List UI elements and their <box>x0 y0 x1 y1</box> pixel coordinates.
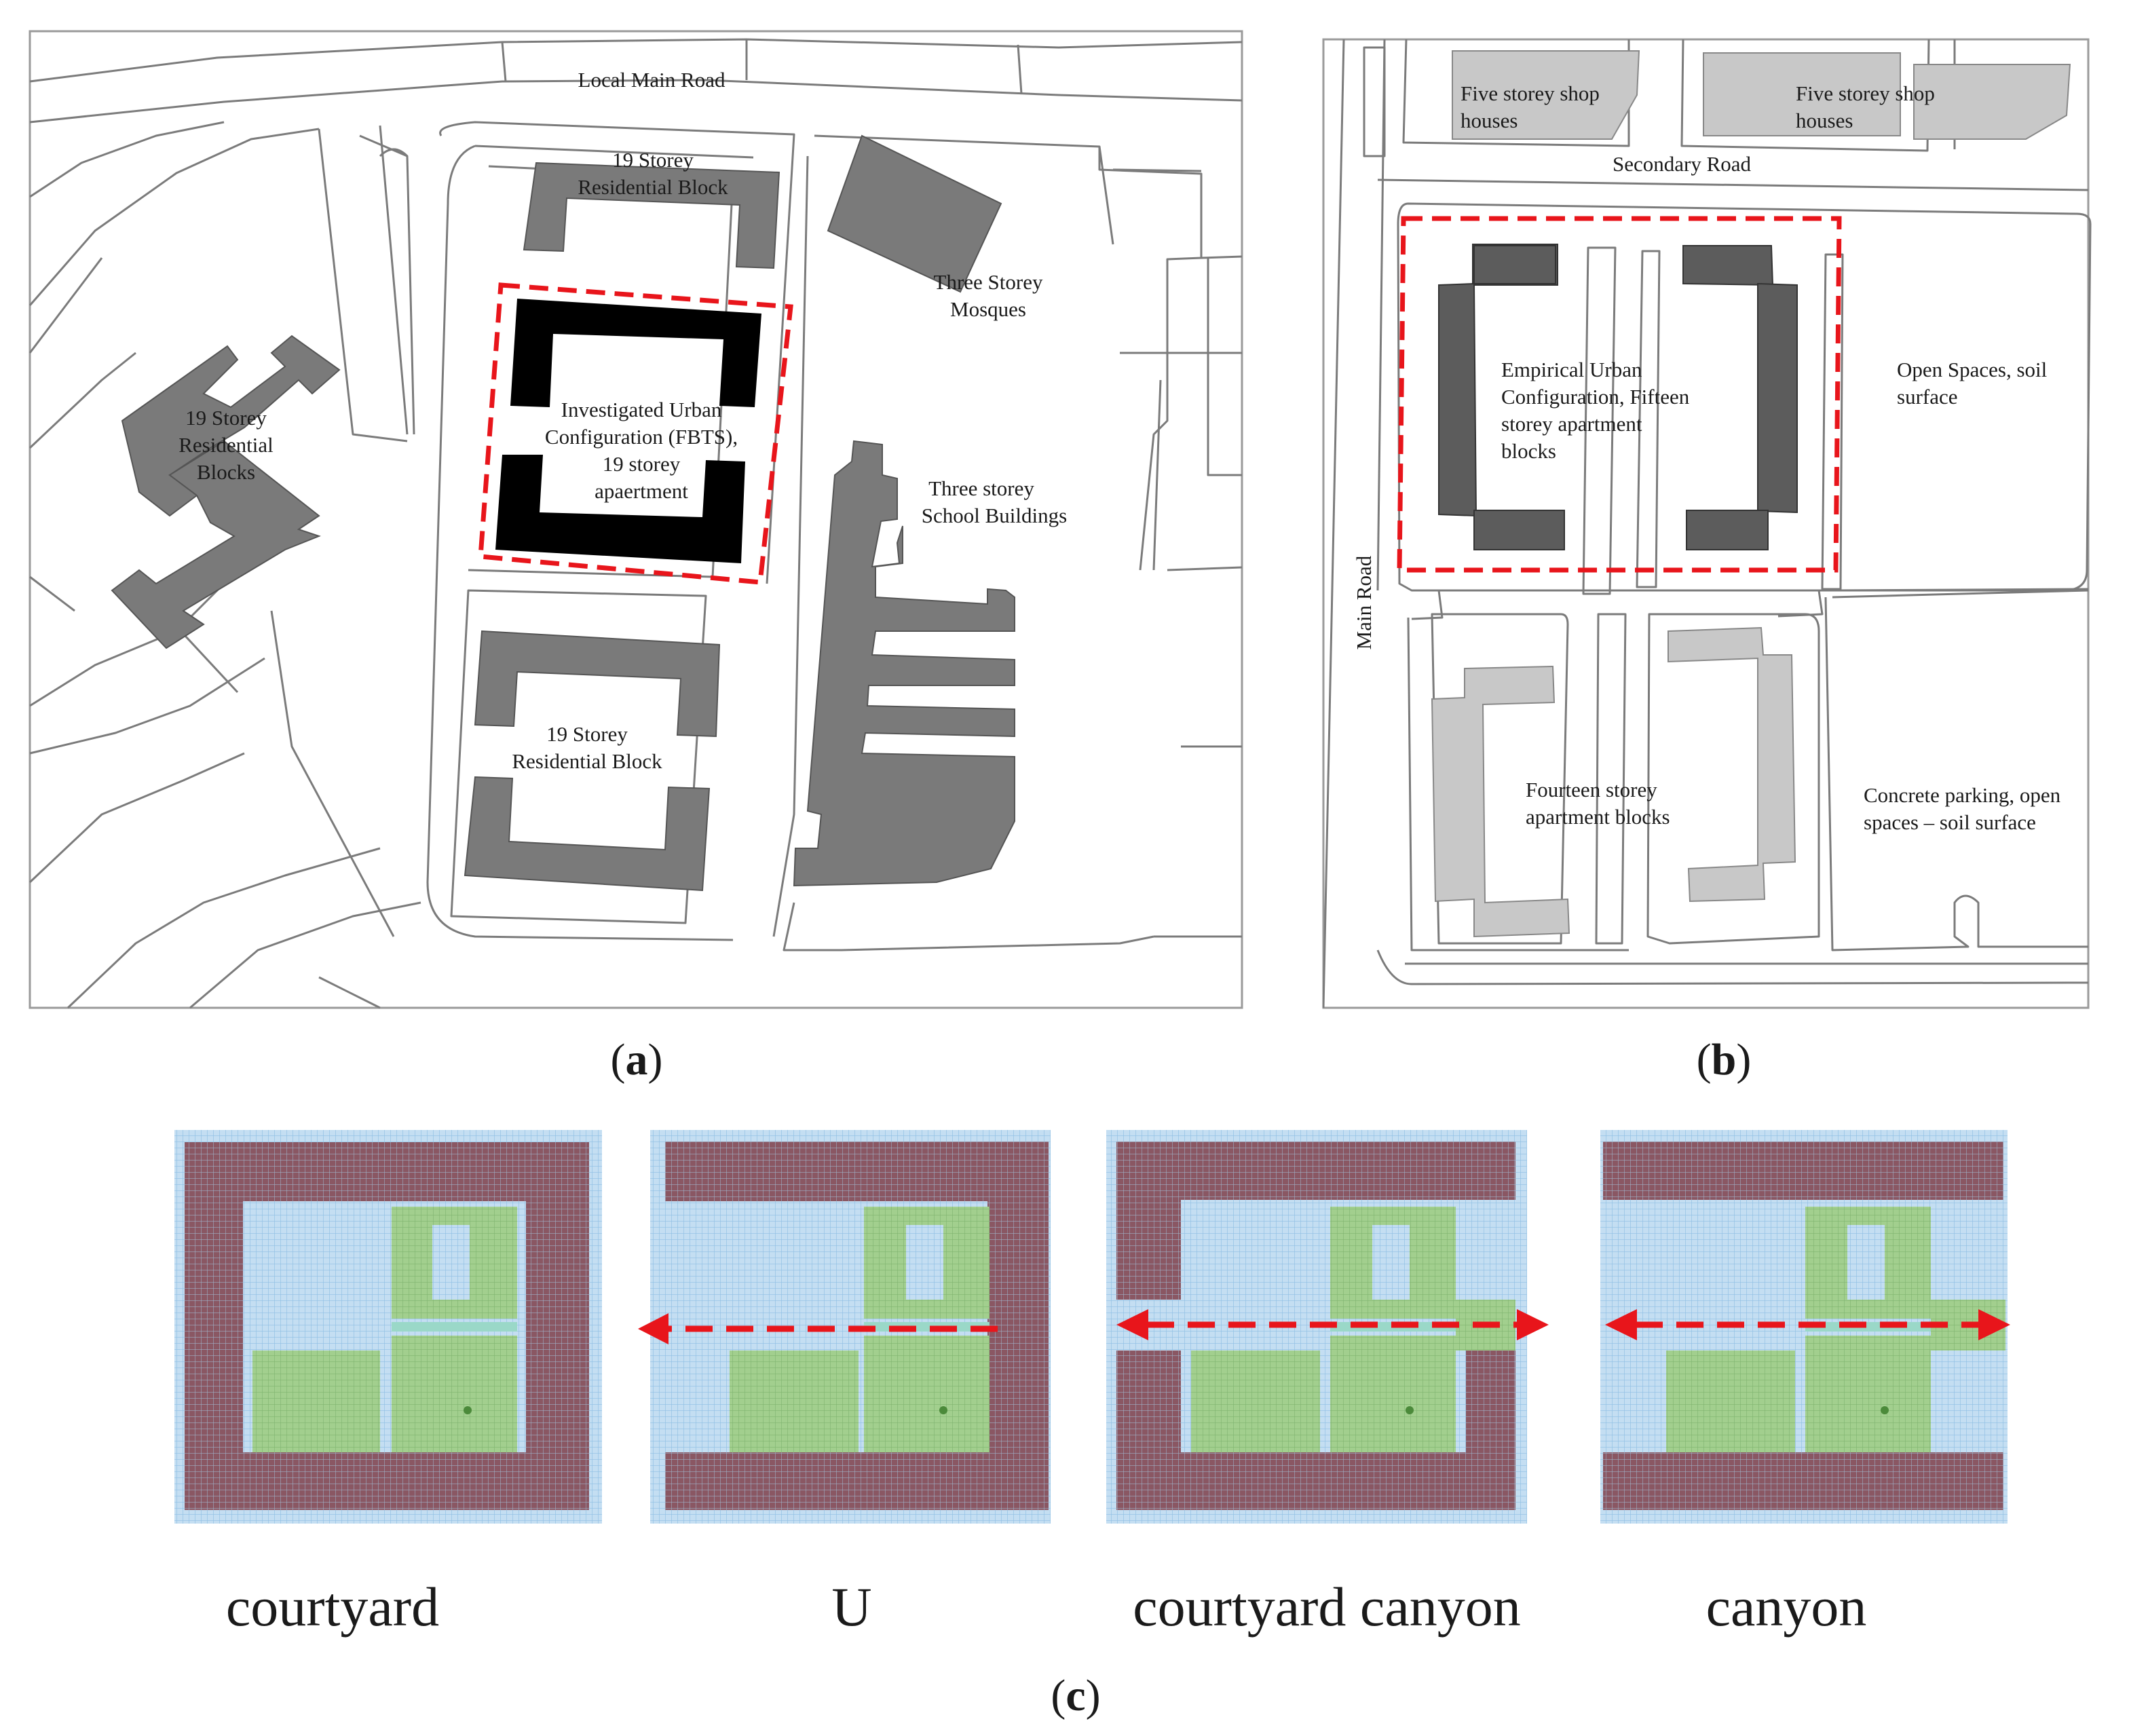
mosque-building <box>827 134 1002 293</box>
panel-a-labels: Local Main Road 19 Storey Residential Bl… <box>178 68 1067 773</box>
label-left-blocks-line1: 19 Storey <box>185 406 267 430</box>
label-fbts-line2: Configuration (FBTS), <box>545 425 738 449</box>
road-outlines <box>29 38 1243 1009</box>
label-fbts-line1: Investigated Urban <box>561 398 722 421</box>
fbts-block-bottom <box>495 455 745 563</box>
label-empirical-line3: storey apartment <box>1501 412 1642 436</box>
fbts-block-top <box>510 299 761 407</box>
label-secondary-road: Secondary Road <box>1613 152 1752 176</box>
label-parking-line1: Concrete parking, open <box>1864 783 2061 807</box>
label-shop2-line1: Five storey shop <box>1796 81 1935 105</box>
left-residential-blocks <box>121 335 341 517</box>
label-mosque-line2: Mosques <box>950 297 1026 321</box>
fourteen-storey-block-right <box>1667 626 1796 903</box>
caption-b: (b) <box>1697 1035 1752 1084</box>
model-courtyard-canyon <box>1106 1130 1549 1524</box>
model-canyon <box>1600 1130 2010 1524</box>
label-school-line2: School Buildings <box>922 504 1067 527</box>
label-u: U <box>831 1576 871 1638</box>
caption-c: (c) <box>1051 1671 1100 1720</box>
label-school-line1: Three storey <box>928 476 1034 500</box>
empirical-highlight-outline <box>1397 216 1842 573</box>
caption-a: (a) <box>611 1035 663 1084</box>
model-u <box>638 1130 1051 1524</box>
road-outlines-b <box>1322 39 2092 1008</box>
label-empirical-line4: blocks <box>1501 439 1556 463</box>
label-open-spaces-line1: Open Spaces, soil <box>1897 358 2047 381</box>
label-empirical-line1: Empirical Urban <box>1501 358 1642 381</box>
empirical-block-right-bottom-wing <box>1686 510 1769 550</box>
panel-b-map <box>1322 38 2092 1009</box>
label-fourteen-line1: Fourteen storey <box>1526 778 1657 801</box>
label-empirical-line2: Configuration, Fifteen <box>1501 385 1690 409</box>
label-shop1-line1: Five storey shop <box>1461 81 1600 105</box>
label-canyon: canyon <box>1706 1576 1867 1638</box>
panel-a-map <box>29 30 1243 1009</box>
block-19-storey-top <box>523 162 780 269</box>
label-block-top-line1: 19 Storey <box>612 148 694 172</box>
label-fourteen-line2: apartment blocks <box>1526 805 1670 829</box>
school-buildings <box>793 440 1015 887</box>
label-parking-line2: spaces – soil surface <box>1864 810 2036 834</box>
fourteen-storey-block-left <box>1431 665 1570 938</box>
label-fbts-line4: apaertment <box>595 479 688 503</box>
label-mosque-line1: Three Storey <box>934 270 1043 294</box>
shop-houses-1 <box>1452 50 1640 140</box>
label-fbts-line3: 19 storey <box>603 452 681 476</box>
block-19-storey-bottom-lower <box>464 776 711 892</box>
label-left-blocks-line2: Residential <box>178 433 273 457</box>
shop-houses-3 <box>1913 64 2071 140</box>
block-19-storey-bottom <box>474 630 721 738</box>
label-courtyard-canyon: courtyard canyon <box>1133 1576 1520 1638</box>
model-courtyard <box>174 1130 602 1524</box>
label-block-bottom-line2: Residential Block <box>512 749 662 773</box>
empirical-block-right-bar <box>1757 282 1798 514</box>
panel-b-labels: Five storey shop houses Five storey shop… <box>1352 81 2061 834</box>
empirical-block-left-top-wing <box>1473 245 1556 284</box>
label-block-bottom-line1: 19 Storey <box>546 722 628 746</box>
label-local-main-road: Local Main Road <box>578 68 726 92</box>
panel-c-models <box>174 1130 2010 1524</box>
label-courtyard: courtyard <box>226 1576 439 1638</box>
label-main-road: Main Road <box>1352 555 1376 649</box>
label-left-blocks-line3: Blocks <box>197 460 255 484</box>
label-shop1-line2: houses <box>1461 109 1518 132</box>
empirical-block-left-bottom-wing <box>1473 510 1565 550</box>
empirical-block-right-top-wing <box>1682 245 1774 286</box>
shop-houses-2 <box>1703 52 1901 136</box>
panel-c-labels: courtyard U courtyard canyon canyon <box>226 1576 1866 1638</box>
empirical-block-left-bar <box>1438 282 1477 517</box>
left-residential-blocks-lower <box>111 440 321 649</box>
label-open-spaces-line2: surface <box>1897 385 1958 409</box>
captions-ab: (a) (b) <box>611 1035 1752 1084</box>
label-shop2-line2: houses <box>1796 109 1853 132</box>
label-block-top-line2: Residential Block <box>578 175 728 199</box>
